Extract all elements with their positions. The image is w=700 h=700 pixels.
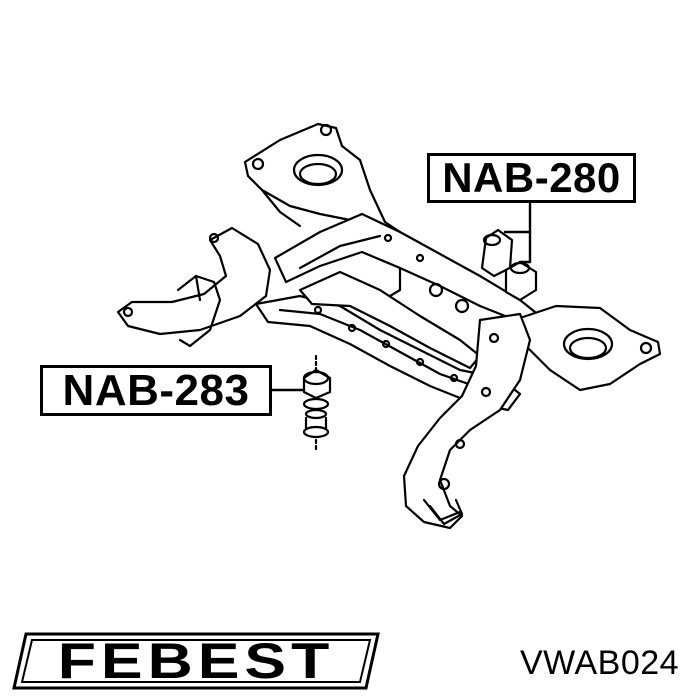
nab-280-leader (503, 201, 532, 264)
callout-nab-280: NAB-280 (427, 153, 636, 203)
febest-logo: FEBEST (6, 630, 386, 692)
right-mount-plate (518, 304, 662, 392)
callout-nab-283-label: NAB-283 (62, 365, 250, 415)
callout-nab-280-label: NAB-280 (442, 154, 621, 201)
nab-280-bushings (480, 228, 538, 302)
front-diagonal-rail (254, 294, 522, 412)
nab-283-mount (302, 354, 332, 454)
part-code: VWAB024 (520, 644, 680, 682)
logo-text: FEBEST (57, 633, 335, 689)
callout-nab-283: NAB-283 (40, 365, 272, 416)
center-beam (298, 270, 482, 370)
logo-frame (12, 632, 380, 690)
left-side-rail (116, 226, 272, 348)
right-bracket (402, 312, 532, 530)
